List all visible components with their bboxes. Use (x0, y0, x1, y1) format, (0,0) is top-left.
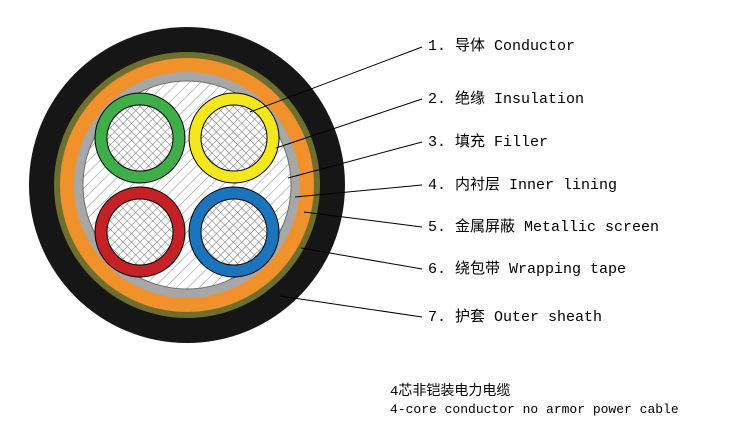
leader-line-filler (287, 141, 423, 179)
leader-line-conductor (249, 46, 423, 113)
core-green (94, 92, 186, 184)
caption: 4芯非铠装电力电缆 4-core conductor no armor powe… (390, 384, 679, 418)
leader-line-insulation (275, 98, 423, 149)
leader-line-metallic-screen (303, 211, 423, 228)
leader-line-outer-sheath (279, 295, 423, 318)
label-insulation: 2. 绝缘 Insulation (428, 91, 585, 108)
conductor-yellow (200, 104, 268, 172)
caption-title-en: 4-core conductor no armor power cable (390, 402, 679, 417)
conductor-blue (200, 198, 268, 266)
leader-line-inner-lining (294, 184, 423, 198)
caption-title-cn: 4芯非铠装电力电缆 (390, 384, 511, 400)
conductor-red (106, 198, 174, 266)
core-yellow (188, 92, 280, 184)
cable-cores (94, 92, 280, 278)
core-blue (188, 186, 280, 278)
leader-line-wrapping-tape (300, 247, 423, 270)
label-conductor: 1. 导体 Conductor (428, 38, 576, 55)
label-filler: 3. 填充 Filler (428, 134, 549, 151)
cable-rings (29, 27, 345, 343)
leader-lines (249, 46, 423, 318)
label-inner-lining: 4. 内衬层 Inner lining (428, 177, 618, 194)
label-metallic-screen: 5. 金属屏蔽 Metallic screen (428, 219, 660, 236)
label-wrapping-tape: 6. 绕包带 Wrapping tape (428, 261, 627, 278)
label-outer-sheath: 7. 护套 Outer sheath (428, 309, 603, 326)
core-red (94, 186, 186, 278)
conductor-green (106, 104, 174, 172)
